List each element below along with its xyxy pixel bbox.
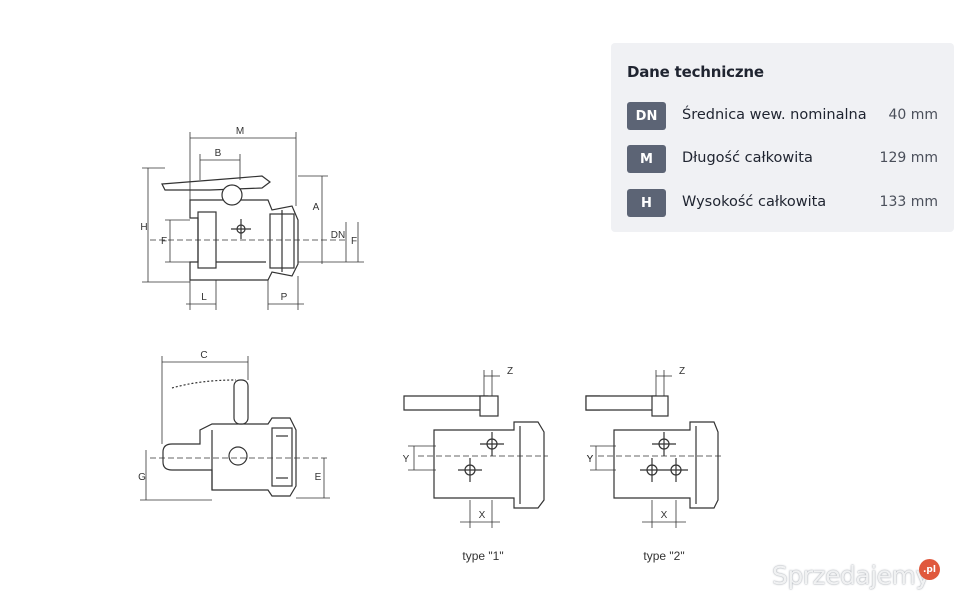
technical-drawing: M B A H F DN F L P C G E Z Y X type "1" … — [138, 126, 600, 563]
type1-valve — [403, 395, 548, 509]
spec-badge: M — [627, 145, 666, 173]
label-E: E — [315, 472, 322, 483]
label-M: M — [236, 126, 244, 137]
spec-value: 129 mm — [879, 150, 938, 166]
type2-label-Z-main: Z — [679, 366, 685, 377]
watermark-tld-badge: .pl — [919, 559, 940, 580]
label-B: B — [215, 148, 222, 159]
spec-badge: DN — [627, 102, 666, 130]
type2-label-Y: Y — [587, 454, 594, 465]
label-A: A — [313, 202, 320, 213]
spec-value: 133 mm — [879, 194, 938, 210]
label-F-left: F — [161, 236, 167, 247]
type1-dimensions — [408, 370, 500, 528]
label-F-right: F — [351, 236, 357, 247]
type2-caption: type "2" — [643, 549, 684, 563]
panel-title: Dane techniczne — [627, 63, 764, 81]
spec-badge: H — [627, 189, 666, 217]
type1-label-Z: Z — [507, 366, 513, 377]
watermark-logo: Sprzedajemy — [772, 561, 930, 590]
spec-row-h: H Wysokość całkowita 133 mm — [627, 189, 938, 217]
type1-label-X: X — [479, 510, 486, 521]
label-P: P — [281, 292, 288, 303]
spec-value: 40 mm — [888, 107, 938, 123]
type1-caption: type "1" — [462, 549, 503, 563]
label-DN: DN — [331, 230, 345, 241]
side-view-valve — [150, 379, 330, 497]
spec-row-dn: DN Średnica wew. nominalna 40 mm — [627, 102, 938, 130]
top-view-valve — [150, 175, 348, 281]
spec-row-m: M Długość całkowita 129 mm — [627, 145, 938, 173]
spec-label: Średnica wew. nominalna — [682, 107, 867, 123]
type1-label-Y: Y — [403, 454, 410, 465]
type2-label-X-main: X — [661, 510, 668, 521]
type2-drawing: Z Y X type "2" — [560, 360, 740, 570]
spec-label: Długość całkowita — [682, 150, 813, 166]
label-H: H — [140, 222, 147, 233]
side-view-dimensions — [140, 356, 330, 501]
label-L: L — [201, 292, 207, 303]
type2-label-Y-main: Y — [587, 454, 594, 465]
label-C: C — [200, 350, 207, 361]
valve-drawing-svg: M B A H F DN F L P C G E Z Y X type "1" … — [138, 126, 600, 563]
technical-data-panel: Dane techniczne DN Średnica wew. nominal… — [611, 43, 954, 232]
type2-drawing-svg: Z Y X type "2" — [585, 366, 724, 563]
spec-label: Wysokość całkowita — [682, 194, 827, 210]
top-view-dimensions — [142, 132, 364, 310]
label-G: G — [138, 472, 146, 483]
